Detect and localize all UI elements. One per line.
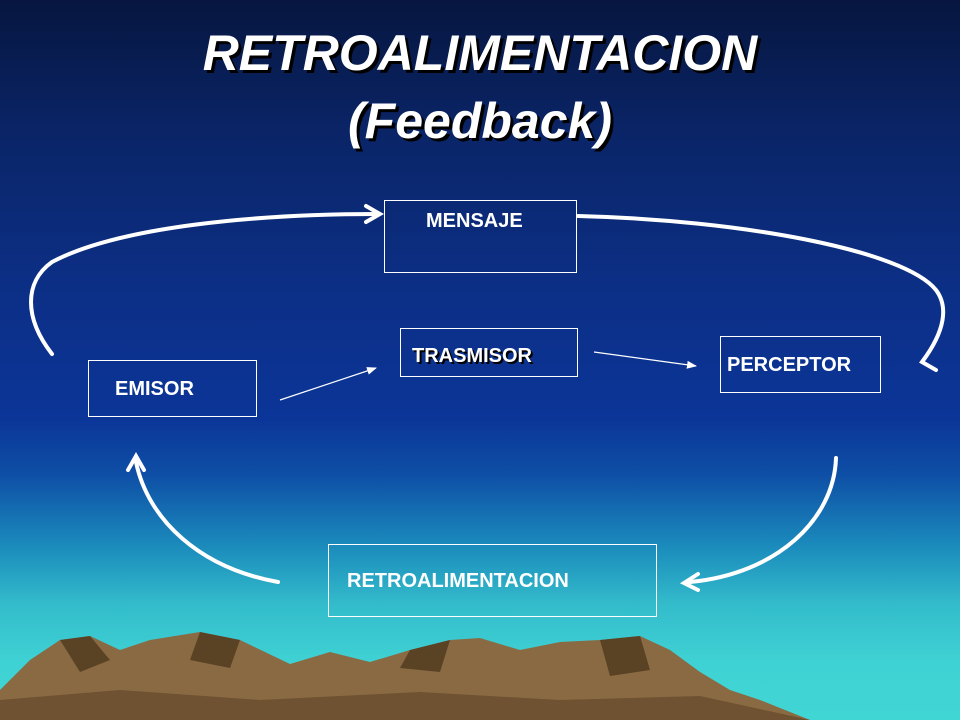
loop-arrowhead-to-emisor: [126, 451, 146, 472]
loop-curve-left-top: [29, 212, 380, 356]
node-retroalimentacion: RETROALIMENTACION: [328, 544, 657, 617]
node-mensaje: MENSAJE: [384, 200, 577, 273]
loop-curve-left-bottom: [134, 460, 280, 584]
title-line-2: (Feedback): [348, 93, 612, 149]
arrow-emisor-to-trasmisor: [279, 367, 377, 401]
loop-curve-right-top: [576, 214, 946, 372]
node-trasmisor-label: TRASMISOR: [412, 345, 532, 367]
node-trasmisor: TRASMISOR: [400, 328, 578, 377]
node-mensaje-label: MENSAJE: [426, 210, 523, 232]
loop-arrowhead-to-retro: [679, 572, 700, 592]
loop-arrowhead-to-mensaje: [364, 204, 385, 224]
node-perceptor-label: PERCEPTOR: [727, 354, 852, 376]
mountain-range: [0, 632, 810, 720]
title-line-1: RETROALIMENTACION: [202, 25, 758, 81]
loop-curve-right-bottom: [688, 456, 838, 584]
node-emisor-label: EMISOR: [115, 378, 194, 400]
node-emisor: EMISOR: [88, 360, 257, 417]
arrow-trasmisor-to-perceptor: [593, 351, 697, 369]
node-perceptor: PERCEPTOR: [720, 336, 881, 393]
node-retroalimentacion-label: RETROALIMENTACION: [347, 570, 569, 592]
